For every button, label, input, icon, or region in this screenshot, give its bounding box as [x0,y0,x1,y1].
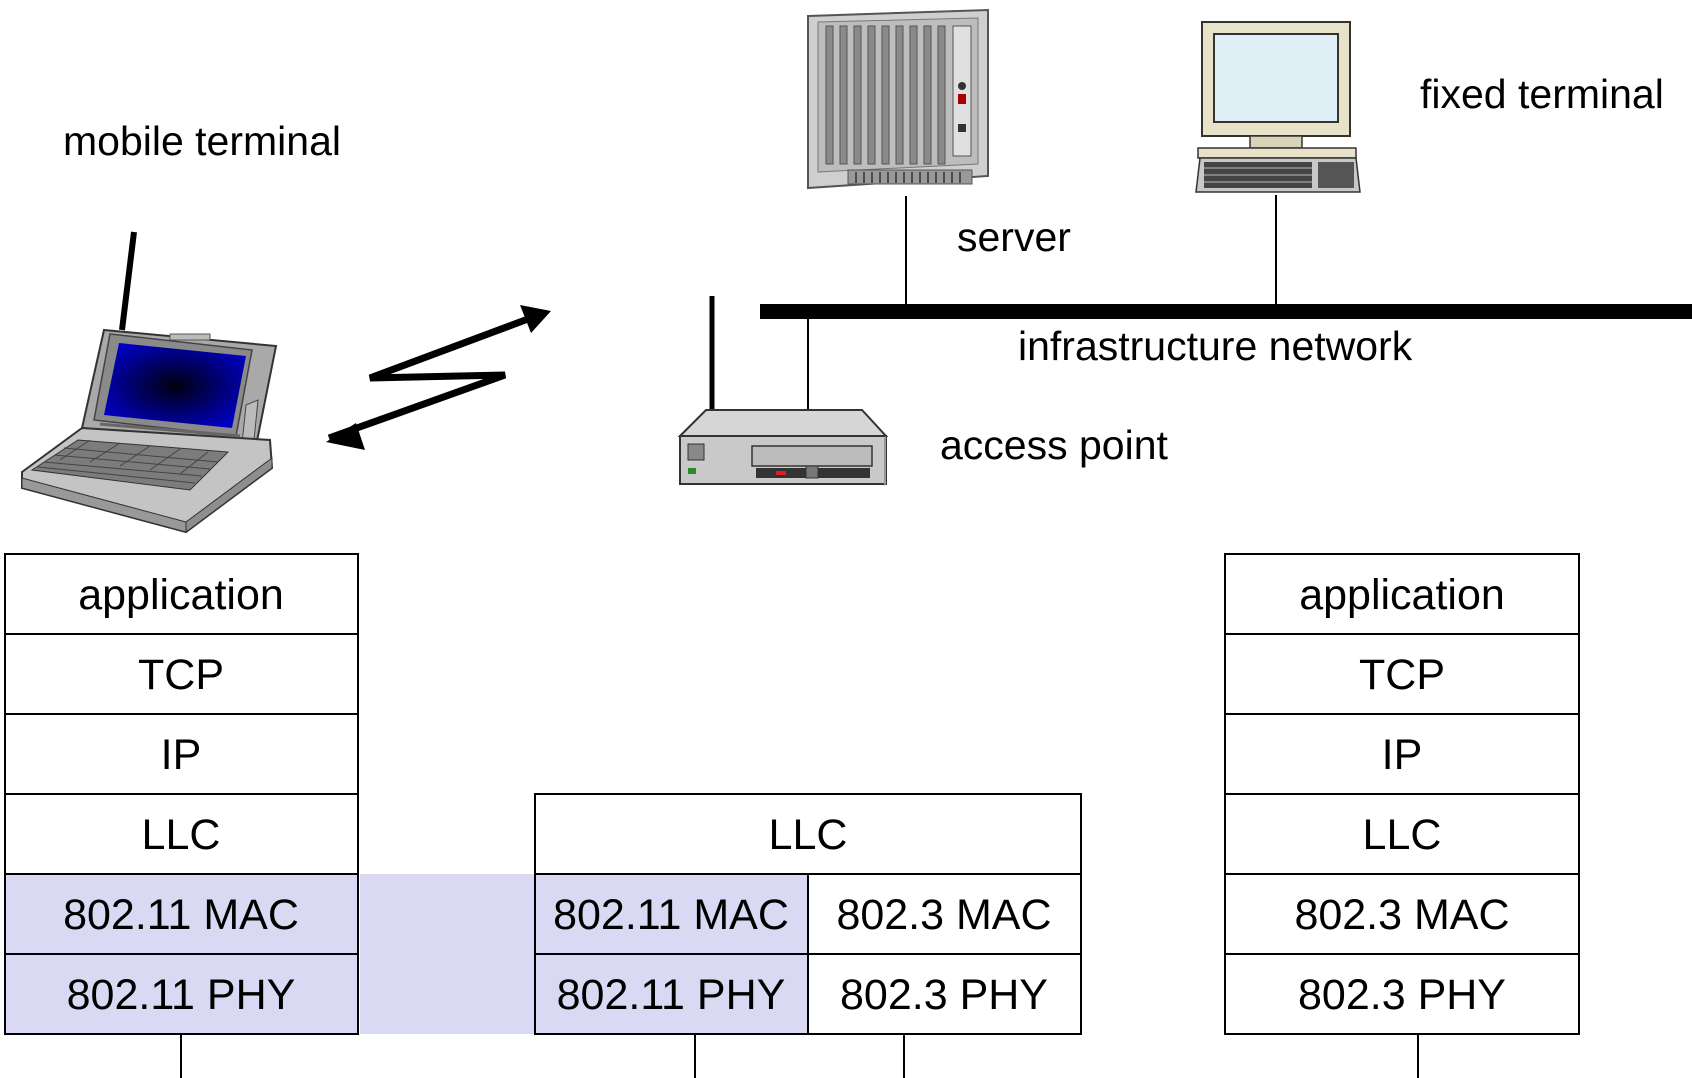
stack-layer [807,873,1082,955]
layer-label: application [1299,571,1505,619]
stack-layer [1224,953,1580,1035]
layer-label: 802.3 MAC [1294,891,1509,939]
stack-layer [534,953,809,1035]
stack-layer [4,633,359,715]
layer-label: 802.11 MAC [63,891,299,939]
antenna-icon [119,231,137,331]
server-label: server [957,214,1071,260]
layer-label: IP [161,731,202,779]
wireless-medium-band [360,874,534,1034]
layer-label: IP [1382,731,1423,779]
layer-label: 802.3 PHY [840,971,1048,1019]
stack-layer [1224,713,1580,795]
desktop-computer-icon [1195,21,1361,193]
laptop-icon [21,231,278,534]
layer-label: TCP [1359,651,1445,699]
stack-layer [1224,553,1580,635]
layer-label: LLC [769,811,848,859]
server-rack-icon [807,8,989,190]
fixed-protocol-stack [1224,553,1580,1035]
layer-label: 802.3 MAC [836,891,1051,939]
access-point-protocol-stack [534,793,1082,1035]
stack-layer [4,553,359,635]
stack-layer [534,873,809,955]
layer-label: LLC [1363,811,1442,859]
layer-label: application [78,571,284,619]
layer-label: 802.11 PHY [67,971,296,1019]
access-point-label: access point [940,422,1169,468]
wireless-link-icon [326,305,551,450]
layer-label: TCP [138,651,224,699]
stack-layer [4,713,359,795]
stack-layer [4,793,359,875]
stack-layer [4,873,359,955]
stack-layer [4,953,359,1035]
access-point-icon [677,296,889,486]
infrastructure-network-label: infrastructure network [1018,323,1413,369]
layer-label: 802.11 PHY [557,971,786,1019]
mobile-terminal-label: mobile terminal [63,118,341,164]
network-bus [760,195,1692,410]
stack-layer [807,953,1082,1035]
mobile-protocol-stack [4,553,359,1035]
layer-label: 802.3 PHY [1298,971,1506,1019]
layer-label: LLC [142,811,221,859]
fixed-terminal-label: fixed terminal [1420,71,1664,117]
layer-label: 802.11 MAC [553,891,789,939]
stack-layer [534,793,1082,875]
